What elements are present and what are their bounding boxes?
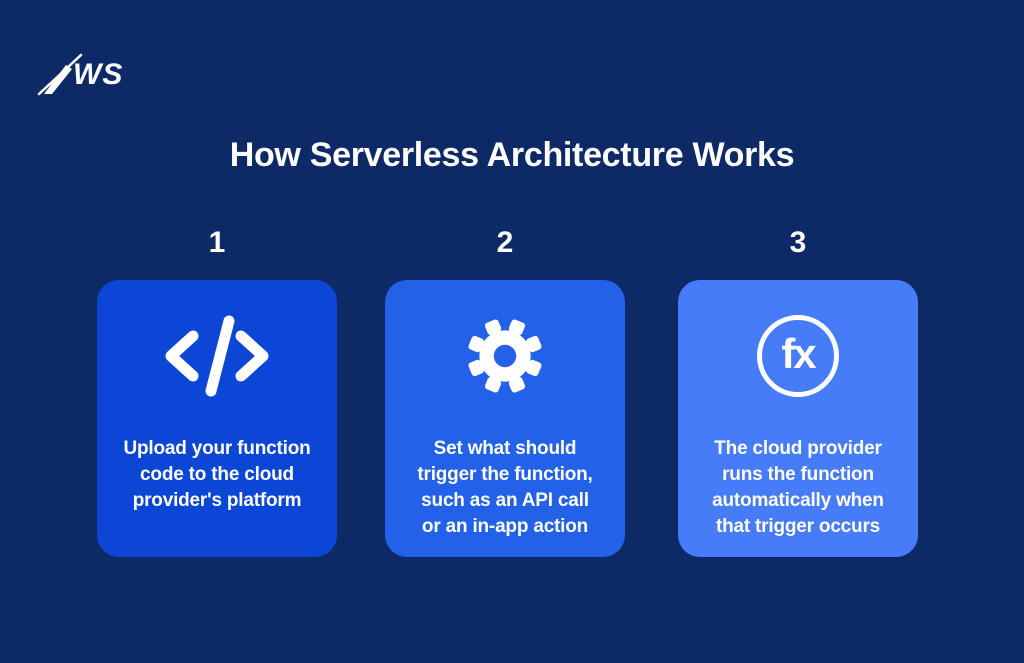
description-line: that trigger occurs bbox=[715, 516, 881, 537]
step-2-icon-zone bbox=[385, 280, 625, 432]
description-line: runs the function bbox=[722, 464, 874, 485]
step-3-icon-zone: fx bbox=[678, 280, 918, 432]
step-2-description: Set what should trigger the function, su… bbox=[385, 436, 625, 540]
step-number-1: 1 bbox=[208, 226, 226, 259]
code-icon bbox=[165, 315, 269, 397]
step-1-icon-zone bbox=[97, 280, 337, 432]
step-3-description: The cloud provider runs the function aut… bbox=[678, 436, 918, 540]
step-card-2: Set what should trigger the function, su… bbox=[385, 280, 625, 557]
step-card-3: fx The cloud provider runs the function … bbox=[678, 280, 918, 557]
description-line: trigger the function, bbox=[417, 464, 593, 485]
fx-icon: fx bbox=[757, 315, 839, 397]
step-number-3: 3 bbox=[789, 226, 807, 259]
fx-icon-label: fx bbox=[781, 330, 816, 377]
description-line: automatically when bbox=[712, 490, 884, 511]
brand-logo: WS bbox=[35, 52, 145, 98]
logo-text: WS bbox=[73, 58, 124, 91]
description-line: Upload your function bbox=[123, 438, 311, 459]
logo-slash-icon bbox=[37, 53, 83, 96]
page-title: How Serverless Architecture Works bbox=[229, 136, 795, 174]
description-line: The cloud provider bbox=[714, 438, 882, 459]
gear-icon bbox=[468, 319, 542, 393]
step-1-description: Upload your function code to the cloud p… bbox=[97, 436, 337, 514]
step-card-1: Upload your function code to the cloud p… bbox=[97, 280, 337, 557]
description-line: or an in-app action bbox=[421, 516, 589, 537]
description-line: such as an API call bbox=[421, 490, 589, 511]
description-line: provider's platform bbox=[132, 490, 302, 511]
description-line: Set what should bbox=[433, 438, 577, 459]
step-number-2: 2 bbox=[496, 226, 514, 259]
description-line: code to the cloud bbox=[140, 464, 294, 485]
